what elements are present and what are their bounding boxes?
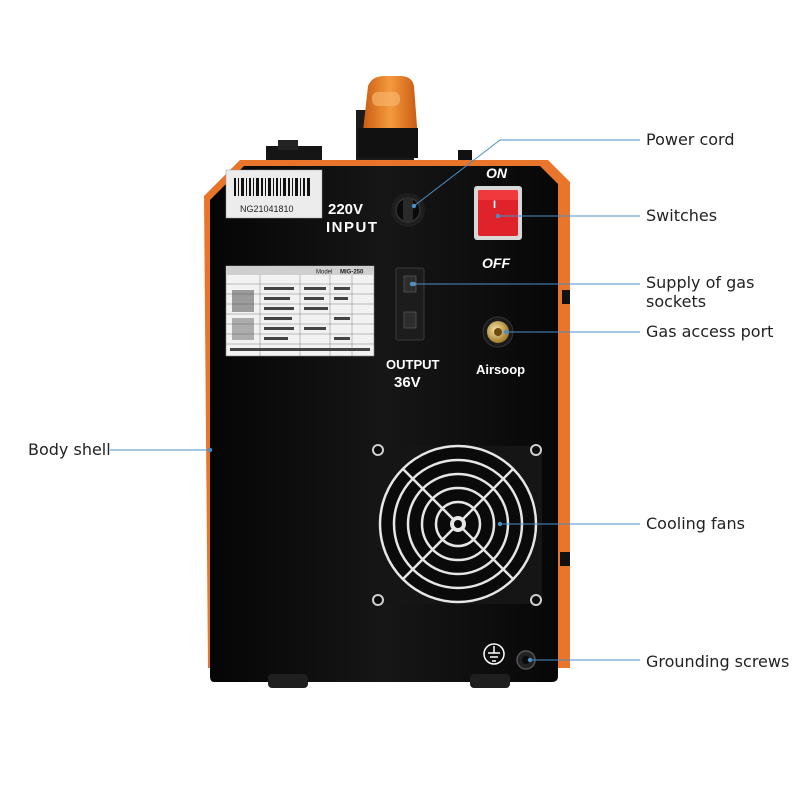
- carry-handle: [356, 76, 418, 160]
- input-voltage-label: 220V: [328, 201, 363, 218]
- gas-supply-socket: [395, 267, 425, 341]
- foot-right: [470, 674, 510, 688]
- output-label: OUTPUT: [386, 357, 440, 372]
- side-knob: [560, 552, 570, 566]
- label-power-cord: Power cord: [646, 130, 735, 149]
- top-clip: [266, 140, 322, 164]
- spec-model-label: Model: [316, 270, 332, 276]
- leader-dots: [207, 203, 533, 663]
- top-screw: [458, 150, 472, 160]
- spec-plate: Model MIG-250: [225, 265, 375, 357]
- grounding-screw: [516, 650, 536, 670]
- input-label: INPUT: [326, 219, 379, 236]
- leader-power-cord: [413, 139, 640, 207]
- airsoop-label: Airsoop: [476, 362, 525, 377]
- switch-on-mark: I: [493, 199, 496, 211]
- label-body-shell: Body shell: [28, 440, 111, 459]
- rear-panel: [210, 166, 558, 682]
- output-voltage-label: 36V: [394, 374, 421, 391]
- label-gas-supply: Supply of gas sockets: [646, 273, 754, 311]
- gas-access-port: [482, 316, 514, 348]
- switch-off-label: OFF: [482, 255, 510, 271]
- label-gas-supply-line2: sockets: [646, 292, 707, 311]
- serial-sticker: NG21041810: [225, 169, 323, 219]
- barcode: [234, 178, 310, 196]
- label-switches: Switches: [646, 206, 718, 225]
- power-cord-grommet: [391, 193, 425, 227]
- ground-symbol-icon: [483, 643, 505, 665]
- label-gas-supply-line1: Supply of gas: [646, 273, 755, 292]
- cooling-fan: [372, 444, 542, 606]
- side-knob: [562, 290, 570, 304]
- power-switch: I: [474, 186, 522, 240]
- label-gas-port: Gas access port: [646, 322, 774, 341]
- label-grounding-screws: Grounding screws: [646, 652, 790, 671]
- serial-number: NG21041810: [240, 204, 294, 214]
- leader-lines: [110, 139, 640, 661]
- foot-left: [268, 674, 308, 688]
- label-cooling-fans: Cooling fans: [646, 514, 745, 533]
- spec-model: MIG-250: [340, 270, 364, 276]
- switch-on-label: ON: [486, 165, 508, 181]
